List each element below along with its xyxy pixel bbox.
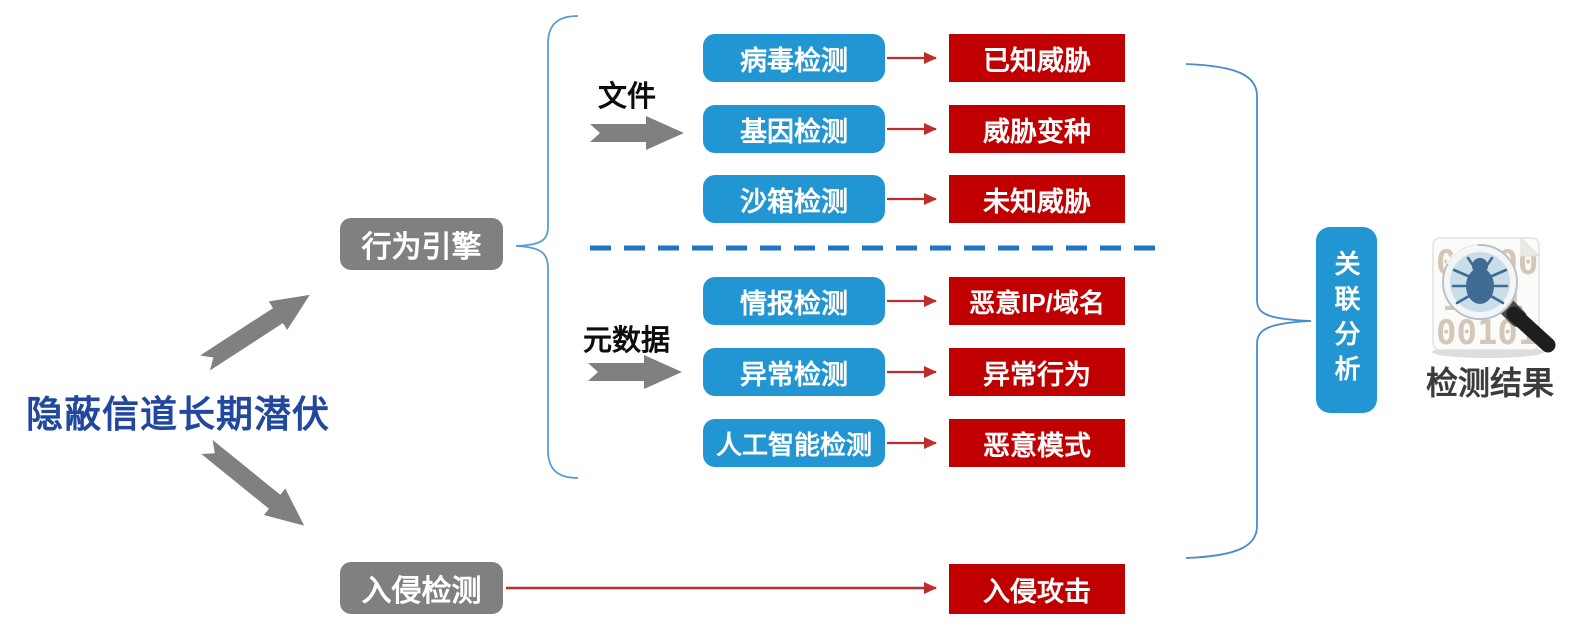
behavior-engine-box: 行为引擎 [340, 218, 503, 270]
malicious-pattern-box: 恶意模式 [949, 419, 1125, 467]
intrusion-detection-box: 入侵检测 [340, 562, 503, 614]
bug-body [1466, 268, 1494, 304]
arrow-file-input [590, 116, 684, 150]
detection-result-icon: 01 00 1 01 00101 [1418, 228, 1570, 366]
magnifier-handle [1506, 306, 1556, 353]
unknown-threat-box: 未知威胁 [949, 175, 1125, 223]
magnifier-bug-document-icon: 01 00 1 01 00101 [1432, 236, 1556, 358]
left-brace [515, 15, 579, 479]
source-label: 隐蔽信道长期潜伏 [26, 394, 330, 435]
lens-highlight [1446, 244, 1478, 264]
threat-variant-box: 威胁变种 [949, 105, 1125, 153]
metadata-input-label: 元数据 [583, 325, 671, 357]
ai-detection-box: 人工智能检测 [703, 419, 885, 467]
magnifier-ring [1444, 246, 1516, 318]
correlation-analysis-box: 关联分析 [1316, 227, 1377, 413]
virus-detection-box: 病毒检测 [703, 34, 885, 82]
anomalous-behavior-box: 异常行为 [949, 348, 1125, 396]
file-input-label: 文件 [598, 81, 657, 113]
right-brace [1185, 63, 1312, 559]
arrow-metadata-input [588, 355, 682, 389]
sandbox-detection-box: 沙箱检测 [703, 175, 885, 223]
page-folded-corner [1520, 236, 1541, 257]
arrow-source-to-intrusion [201, 440, 305, 526]
intrusion-attack-box: 入侵攻击 [949, 564, 1125, 614]
gene-detection-box: 基因检测 [703, 105, 885, 153]
anomaly-detection-box: 异常检测 [703, 348, 885, 396]
known-threat-box: 已知威胁 [949, 34, 1125, 82]
detection-result-label: 检测结果 [1425, 365, 1554, 401]
arrow-source-to-behavior [200, 294, 310, 371]
malicious-ip-domain-box: 恶意IP/域名 [949, 277, 1125, 325]
intel-detection-box: 情报检测 [703, 277, 885, 325]
